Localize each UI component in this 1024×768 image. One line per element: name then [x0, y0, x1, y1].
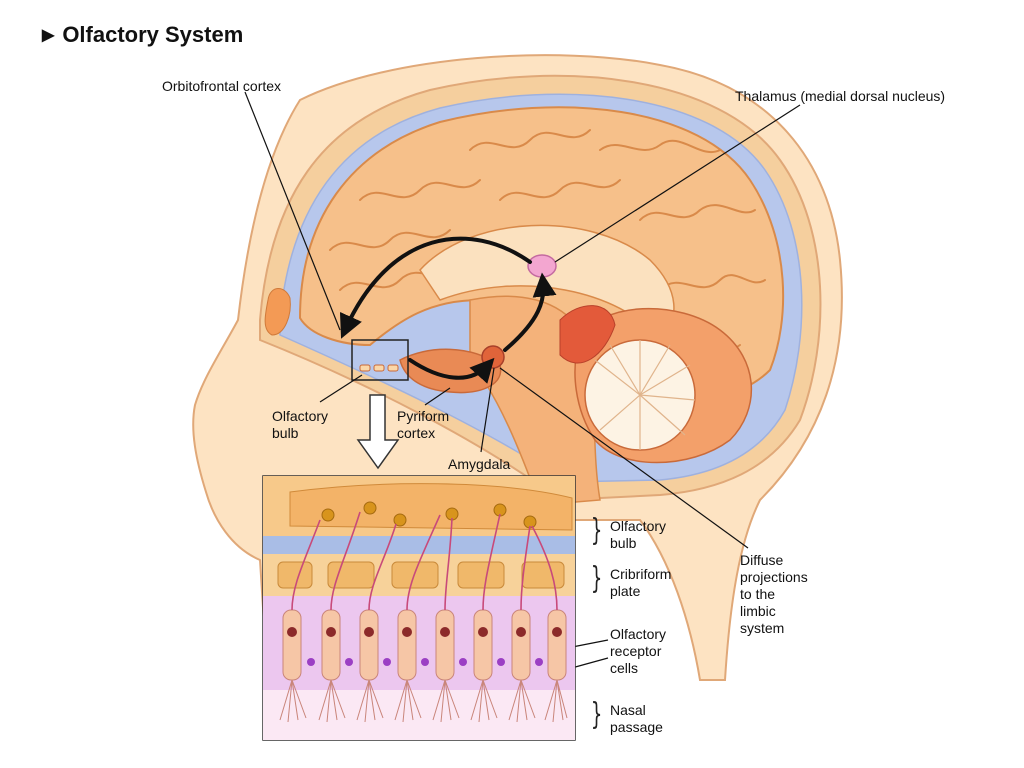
cerebellum: [574, 307, 752, 464]
axons: [291, 511, 558, 611]
label-olfactory-receptor-cells: Olfactory receptor cells: [610, 626, 667, 676]
amygdala-nucleus: [481, 345, 505, 369]
triangle-bullet-icon: ▶: [42, 27, 55, 44]
bulb-to-pyriform-arrow: [408, 357, 495, 384]
label-olfactory-bulb: Olfactory bulb: [272, 408, 329, 441]
brace-nasal-passage: }: [590, 697, 603, 732]
label-cribriform-plate: Cribriform plate: [610, 566, 672, 599]
amygdala-to-thalamus-arrow: [503, 272, 557, 352]
label-thalamus: Thalamus (medial dorsal nucleus): [735, 88, 946, 104]
mitral-cells: [321, 501, 537, 529]
thalamus-to-orbitofrontal-arrow: [339, 236, 532, 339]
brace-olfactory-bulb: }: [590, 513, 603, 548]
label-nasal-passage: Nasal passage: [610, 702, 663, 735]
label-pyriform-cortex: Pyriform cortex: [397, 408, 450, 441]
label-amygdala: Amygdala: [448, 456, 511, 472]
label-olfactory-bulb-layer: Olfactory bulb: [610, 518, 667, 551]
thalamus-nucleus: [527, 254, 557, 278]
label-orbitofrontal-cortex: Orbitofrontal cortex: [162, 78, 282, 94]
cilia: [279, 679, 568, 723]
frontal-sinus: [264, 288, 291, 336]
label-diffuse-projections: Diffuse projections to the limbic system: [740, 552, 808, 636]
figure-title: ▶ Olfactory System: [42, 22, 243, 48]
title-text: Olfactory System: [62, 22, 244, 47]
pathway-arrows: [339, 236, 557, 384]
red-region: [559, 305, 616, 364]
down-arrow-icon: [356, 394, 400, 470]
brace-cribriform-plate: }: [590, 561, 603, 596]
